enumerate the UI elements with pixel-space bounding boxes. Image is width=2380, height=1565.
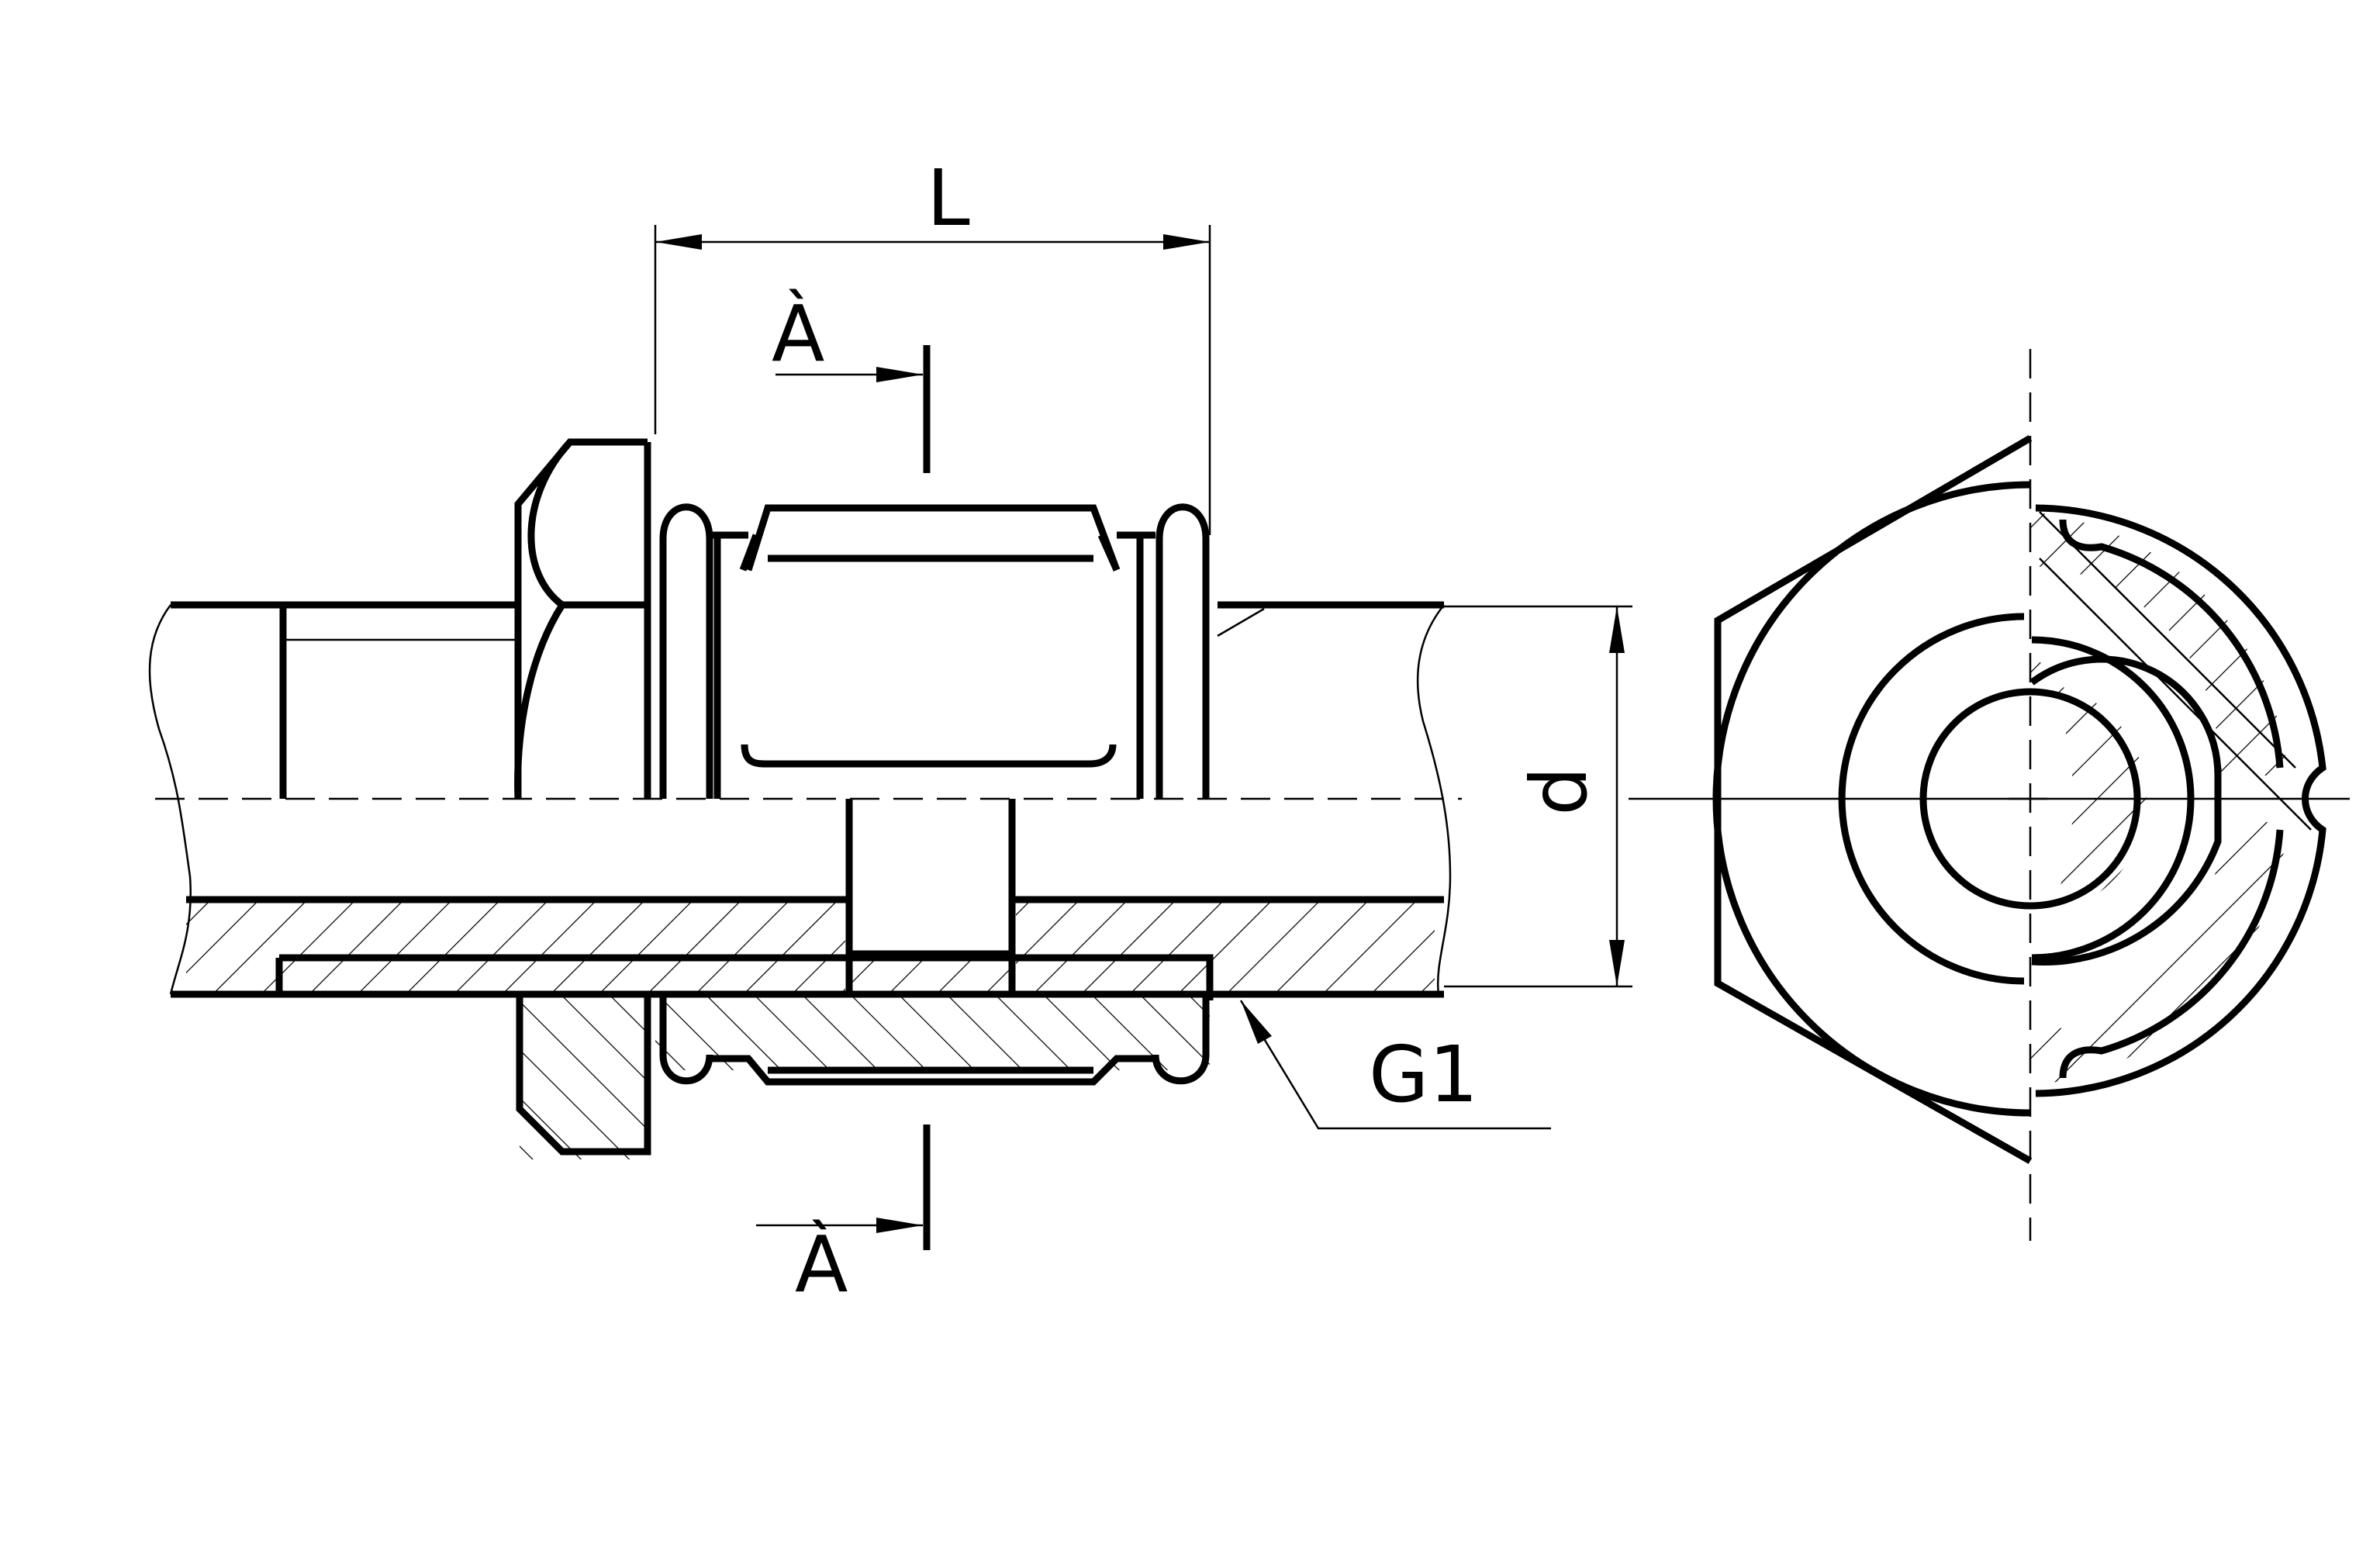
- groove-bottom: [2059, 829, 2284, 1079]
- section-line-upper: [2039, 558, 2312, 831]
- lower-left-bead: [659, 997, 713, 1085]
- section-line-top: [2039, 511, 2296, 769]
- dim-arrow-right: [1163, 234, 1210, 250]
- nipple-hatch: [849, 955, 1012, 994]
- ring-split: [2031, 768, 2222, 966]
- section-marker-bottom: À: [756, 1125, 931, 1310]
- end-view-hatch-top: [2030, 512, 2288, 776]
- dimension-diameter: d: [1444, 605, 1632, 988]
- hatched-sections: [186, 900, 1435, 1159]
- side-view: L À À d G1: [148, 153, 1632, 1310]
- nut-bottom-outline: [516, 994, 651, 1156]
- dim-arrow-top: [1609, 606, 1625, 653]
- leader-arrow: [1241, 1000, 1272, 1044]
- sleeve-chamfer-right: [1097, 534, 1121, 572]
- leader-line: [1239, 1000, 1551, 1130]
- groove-top: [2059, 519, 2284, 769]
- break-line-right: [1416, 604, 1452, 995]
- nut-hatch: [520, 997, 648, 1159]
- fitting-body: [275, 503, 1265, 1086]
- sleeve-inner: [741, 744, 1117, 768]
- pipe-wall-hatch-left: [186, 900, 845, 993]
- right-bead: [1155, 503, 1210, 799]
- diameter-label: d: [1514, 766, 1605, 815]
- left-bead: [659, 503, 713, 799]
- section-arrow-top: [876, 367, 923, 382]
- end-view: [1629, 349, 2350, 1241]
- dim-arrow-bottom: [1609, 940, 1625, 986]
- pipe-outline: [148, 601, 1452, 998]
- sleeve-chamfer-left: [739, 534, 760, 572]
- hex-nut: [514, 438, 651, 1156]
- pipe-wall-hatch-right: [1016, 900, 1435, 993]
- length-label: L: [927, 153, 970, 244]
- section-marker-top: À: [772, 288, 931, 473]
- end-view-hatch-bottom: [2030, 822, 2288, 1086]
- outer-circle-right: [2035, 504, 2326, 1097]
- dim-arrow-left: [655, 234, 702, 250]
- section-label-bottom: À: [795, 1219, 848, 1310]
- thread-leader: G1: [1239, 1000, 1551, 1130]
- lower-right-bead: [1152, 997, 1210, 1085]
- break-line-left: [148, 604, 192, 995]
- nut-lower-arc: [514, 603, 565, 800]
- thread-label: G1: [1369, 1029, 1478, 1120]
- section-arrow-bottom: [876, 1218, 923, 1233]
- nut-chamfer-arc: [527, 439, 573, 608]
- section-label-top: À: [772, 288, 824, 379]
- dimension-length: L: [654, 153, 1211, 535]
- right-chamfer: [1217, 607, 1265, 637]
- lower-sleeve: [710, 1055, 1155, 1086]
- lower-body-top: [279, 954, 1214, 1000]
- nipple: [845, 799, 1016, 998]
